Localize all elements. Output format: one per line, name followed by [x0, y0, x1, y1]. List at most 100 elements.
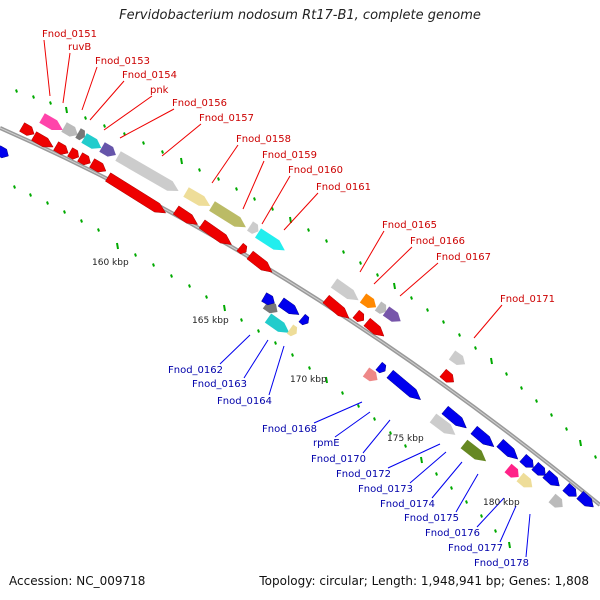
tick-mark [15, 89, 18, 93]
gene-block [516, 472, 533, 488]
gene-block [209, 201, 246, 228]
tick-mark [240, 318, 243, 322]
reverse-cds-arrow [441, 405, 467, 429]
tick-mark [205, 295, 208, 299]
tick-mark [420, 456, 423, 464]
forward-gene-label: Fnod_0165 [382, 220, 437, 231]
gene-block [330, 278, 359, 301]
reverse-gene-label: Fnod_0164 [217, 396, 272, 407]
kbp-label: 175 kbp [387, 434, 424, 444]
gene-block [429, 413, 456, 435]
gene-block [39, 113, 63, 130]
forward-gene-label: Fnod_0171 [500, 294, 555, 305]
tick-mark [63, 210, 66, 214]
reverse-gene-label: rpmE [313, 438, 340, 449]
tick-mark [170, 274, 173, 278]
forward-leader-line [89, 80, 125, 121]
reverse-leader-line [525, 513, 531, 558]
tick-mark [180, 157, 183, 165]
tick-mark [274, 341, 277, 345]
reverse-cds-arrow [519, 453, 534, 468]
reverse-cds-arrow [0, 145, 9, 159]
forward-leader-line [119, 108, 175, 139]
reverse-leader-line [431, 461, 463, 499]
forward-cds-arrow [236, 242, 248, 255]
gene-block [75, 128, 85, 141]
reverse-cds-arrow [562, 482, 577, 497]
reverse-cds-arrow [298, 313, 310, 326]
tick-mark [325, 376, 328, 384]
tick-mark [490, 357, 493, 365]
tick-mark [389, 431, 392, 435]
tick-mark [520, 386, 523, 390]
forward-gene-label: Fnod_0161 [316, 182, 371, 193]
forward-gene-label: Fnod_0154 [122, 70, 177, 81]
reverse-gene-label: Fnod_0176 [425, 528, 480, 539]
forward-gene-label: Fnod_0166 [410, 236, 465, 247]
tick-mark [505, 372, 508, 376]
forward-cds-arrow [77, 152, 91, 166]
forward-cds-arrow [246, 250, 273, 273]
forward-leader-line [399, 262, 439, 297]
forward-gene-label: Fnod_0160 [288, 165, 343, 176]
tick-mark [442, 320, 445, 324]
reverse-gene-label: Fnod_0175 [404, 513, 459, 524]
gene-block [359, 293, 377, 308]
gene-block [504, 463, 519, 478]
gene-block [61, 122, 78, 137]
tick-mark [494, 529, 497, 533]
tick-mark [152, 263, 155, 267]
reverse-leader-line [409, 451, 447, 484]
reverse-gene-label: Fnod_0174 [380, 499, 435, 510]
forward-cds-arrow [172, 205, 199, 225]
tick-mark [271, 207, 274, 211]
forward-gene-label: Fnod_0159 [262, 150, 317, 161]
tick-mark [550, 413, 553, 417]
tick-mark [217, 177, 220, 181]
tick-mark [508, 541, 511, 549]
reverse-cds-arrow [386, 369, 422, 401]
forward-cds-arrow [198, 219, 232, 245]
gene-block [286, 324, 298, 337]
tick-mark [474, 346, 477, 350]
tick-mark [13, 185, 16, 189]
reverse-leader-line [362, 419, 391, 454]
reverse-leader-line [243, 339, 269, 379]
reverse-gene-label: Fnod_0162 [168, 365, 223, 376]
reverse-gene-label: Fnod_0172 [336, 469, 391, 480]
forward-leader-line [359, 230, 385, 273]
tick-mark [253, 197, 256, 201]
tick-mark [565, 427, 568, 431]
forward-gene-label: Fnod_0151 [42, 29, 97, 40]
tick-mark [161, 150, 164, 154]
reverse-cds-arrow [496, 438, 519, 460]
tick-mark [80, 219, 83, 223]
tick-mark [435, 472, 438, 476]
reverse-cds-arrow [375, 361, 387, 374]
tick-mark [32, 95, 35, 99]
gene-block [448, 350, 466, 365]
forward-leader-line [373, 246, 413, 285]
forward-gene-label: Fnod_0156 [172, 98, 227, 109]
tick-mark [579, 439, 582, 447]
gene-block [99, 142, 116, 157]
reverse-gene-label: Fnod_0163 [192, 379, 247, 390]
reverse-cds-arrow [542, 469, 560, 487]
reverse-cds-arrow [277, 297, 300, 315]
gene-block [115, 151, 179, 191]
tick-mark [404, 444, 407, 448]
kbp-label: 170 kbp [290, 375, 327, 385]
gene-block [460, 439, 487, 462]
forward-gene-label: Fnod_0167 [436, 252, 491, 263]
tick-mark [308, 366, 311, 370]
forward-leader-line [62, 52, 71, 104]
tick-mark [373, 417, 376, 421]
tick-mark [103, 124, 106, 128]
tick-mark [223, 304, 226, 312]
tick-mark [46, 201, 49, 205]
forward-cds-arrow [363, 317, 385, 337]
tick-mark [291, 353, 294, 357]
forward-cds-arrow [53, 141, 69, 155]
reverse-cds-arrow [261, 292, 275, 306]
map-title: Fervidobacterium nodosum Rt17-B1, comple… [119, 8, 481, 23]
